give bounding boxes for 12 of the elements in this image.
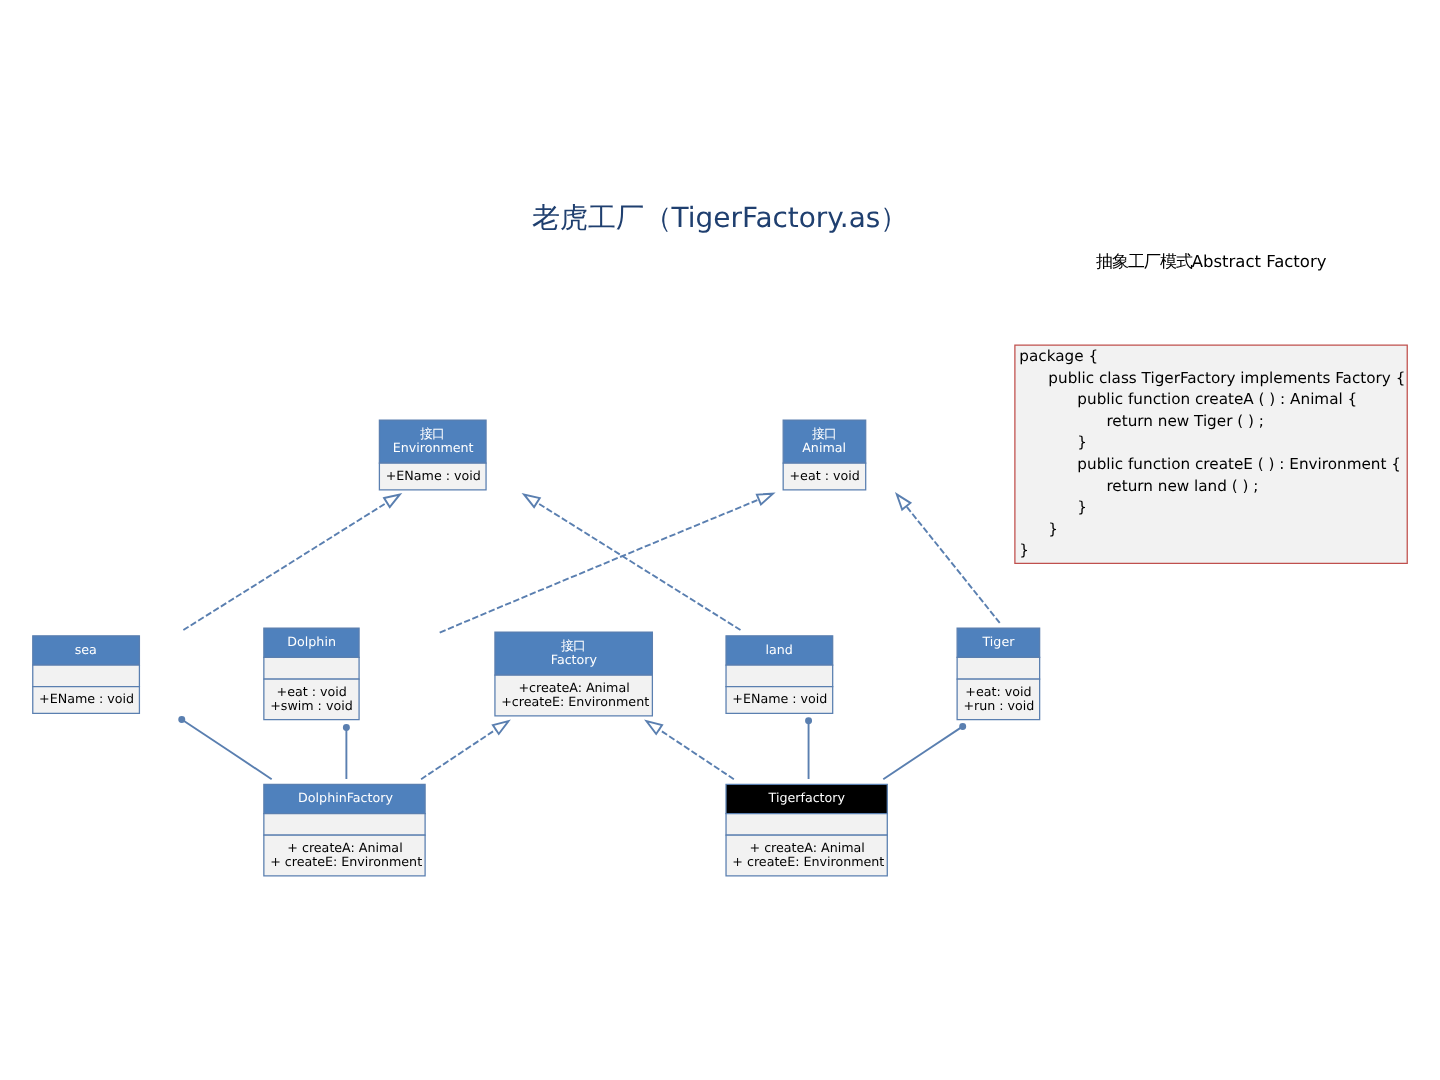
arrow: [894, 492, 1001, 624]
arrow: [438, 492, 776, 634]
connector: [805, 717, 813, 780]
connector: [342, 723, 350, 780]
diagram-title: 老虎工厂（TigerFactory.as）: [531, 202, 909, 235]
arrow: [420, 719, 511, 781]
arrow: [182, 492, 403, 631]
connector: [882, 722, 967, 781]
arrow: [644, 719, 735, 781]
connector: [178, 715, 273, 781]
arrow: [521, 492, 742, 631]
label: 抽象工厂模式Abstract Factory: [1095, 250, 1327, 271]
